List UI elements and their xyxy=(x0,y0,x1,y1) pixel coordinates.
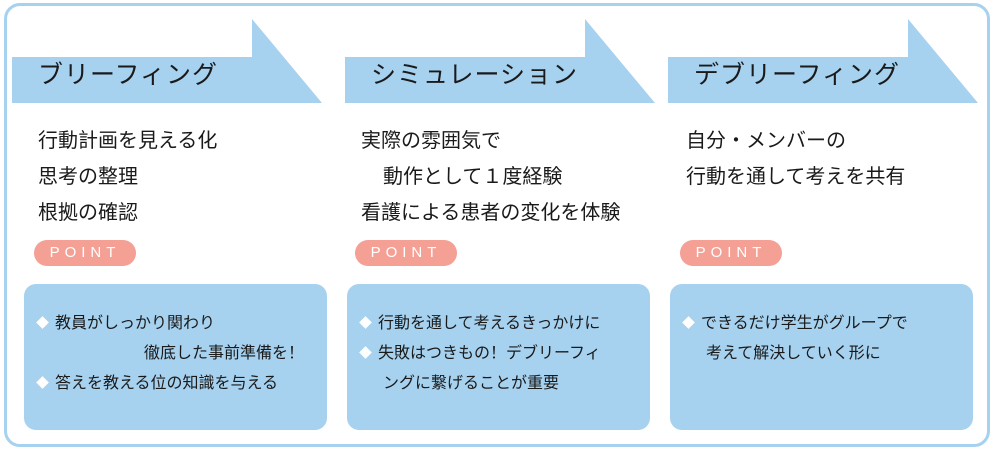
arrow-shape xyxy=(345,19,655,103)
column-debriefing: デブリーフィング 自分・メンバーの 行動を通して考えを共有 POINT できるだ… xyxy=(668,0,986,454)
description-line: 思考の整理 xyxy=(38,164,138,188)
point-item: できるだけ学生がグループで xyxy=(682,308,972,338)
description-line: 行動を通して考えを共有 xyxy=(686,164,906,188)
arrow-shape xyxy=(12,19,322,103)
point-badge: POINT xyxy=(34,240,136,266)
point-item-text: 失敗はつきもの！デブリーフィ xyxy=(378,343,601,362)
diamond-bullet-icon xyxy=(359,316,372,329)
point-item: 失敗はつきもの！デブリーフィ xyxy=(359,338,649,368)
description-line: 看護による患者の変化を体験 xyxy=(361,200,621,224)
diamond-bullet-icon xyxy=(36,316,49,329)
point-box: 教員がしっかり関わり 徹底した事前準備を！ 答えを教える位の知識を与える xyxy=(24,284,327,430)
description-line: 動作として１度経験 xyxy=(383,164,563,188)
point-item-continuation: ングに繋げることが重要 xyxy=(383,373,560,392)
point-item-text: 答えを教える位の知識を与える xyxy=(55,373,279,392)
column-simulation: シミュレーション 実際の雰囲気で 動作として１度経験 看護による患者の変化を体験… xyxy=(345,0,663,454)
description-line: 自分・メンバーの xyxy=(686,128,846,152)
step-description: 行動計画を見える化 思考の整理 根拠の確認 xyxy=(38,122,328,230)
step-title: シミュレーション xyxy=(371,60,579,89)
step-title: デブリーフィング xyxy=(694,60,901,89)
point-item-continuation: 考えて解決していく形に xyxy=(706,343,881,362)
diamond-bullet-icon xyxy=(359,346,372,359)
point-box: 行動を通して考えるきっかけに 失敗はつきもの！デブリーフィ ングに繋げることが重… xyxy=(347,284,650,430)
step-description: 実際の雰囲気で 動作として１度経験 看護による患者の変化を体験 xyxy=(361,122,651,230)
point-badge: POINT xyxy=(680,240,782,266)
step-arrow: シミュレーション xyxy=(345,19,655,105)
point-item: 答えを教える位の知識を与える xyxy=(36,368,326,398)
point-badge: POINT xyxy=(355,240,457,266)
description-line: 行動計画を見える化 xyxy=(38,128,218,152)
point-item-continuation: 徹底した事前準備を！ xyxy=(144,343,305,362)
step-arrow: デブリーフィング xyxy=(668,19,978,105)
diamond-bullet-icon xyxy=(36,376,49,389)
step-description: 自分・メンバーの 行動を通して考えを共有 xyxy=(686,122,976,194)
description-line: 根拠の確認 xyxy=(38,200,138,224)
step-title: ブリーフィング xyxy=(38,60,219,89)
description-line: 実際の雰囲気で xyxy=(361,128,501,152)
point-item-text: できるだけ学生がグループで xyxy=(701,313,908,332)
step-arrow: ブリーフィング xyxy=(12,19,322,105)
arrow-shape xyxy=(668,19,978,103)
point-item: 教員がしっかり関わり xyxy=(36,308,326,338)
column-briefing: ブリーフィング 行動計画を見える化 思考の整理 根拠の確認 POINT 教員がし… xyxy=(12,0,330,454)
point-box: できるだけ学生がグループで 考えて解決していく形に xyxy=(670,284,973,430)
point-item: 行動を通して考えるきっかけに xyxy=(359,308,649,338)
point-item-text: 教員がしっかり関わり xyxy=(55,313,216,332)
diamond-bullet-icon xyxy=(682,316,695,329)
point-item-text: 行動を通して考えるきっかけに xyxy=(378,313,601,332)
